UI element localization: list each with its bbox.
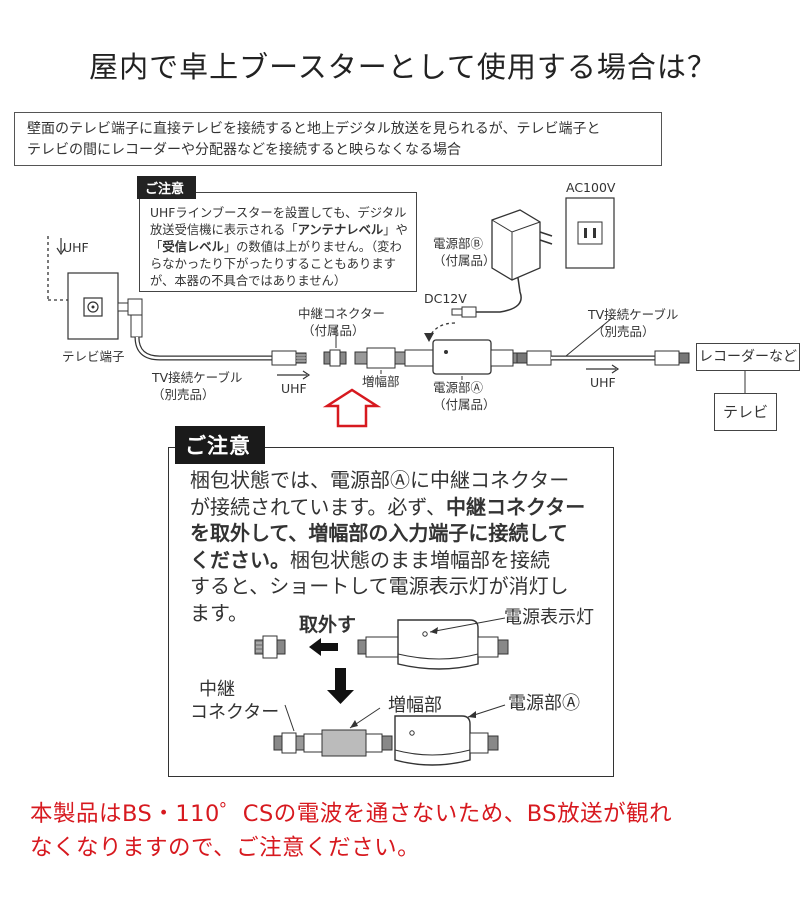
- uhf-right-label: UHF: [590, 375, 616, 390]
- case-description-line: 壁面のテレビ端子に直接テレビを接続すると地上デジタル放送を見られるが、テレビ端子…: [27, 121, 601, 137]
- ac100v-label: AC100V: [566, 180, 616, 195]
- uhf-top-label: UHF: [63, 240, 89, 255]
- big-caution-line: すると、ショートして電源表示灯が消灯し: [190, 574, 569, 598]
- leader-lines: [335, 317, 613, 380]
- page-title: 屋内で卓上ブースターとして使用する場合は？: [89, 50, 717, 84]
- ac-outlet: [565, 197, 615, 269]
- tv-cable-left-sub-label: （別売品）: [152, 387, 215, 402]
- psu-a-label-big: 電源部Ⓐ: [508, 693, 580, 714]
- red-up-arrow: [322, 388, 382, 428]
- tv-box: テレビ: [714, 393, 777, 431]
- wall-terminal-label: テレビ端子: [62, 349, 125, 364]
- psu-a-label: 電源部Ⓐ: [433, 380, 484, 395]
- relay-connector-sub-label: （付属品）: [302, 323, 365, 338]
- small-caution-tag: ご注意: [137, 176, 197, 199]
- small-caution-line: 放送受信機に表示される「アンテナレベル」や: [150, 223, 408, 237]
- bs-warning: 本製品はBS・110゜CSの電波を通さないため、BS放送が観れ なくなりますので…: [30, 797, 790, 865]
- relay-label-line2: コネクター: [190, 702, 280, 723]
- uhf-input-line: [47, 236, 68, 301]
- psu-b-label: 電源部Ⓑ: [433, 236, 484, 251]
- bs-warning-line: なくなりますので、ご注意ください。: [30, 835, 421, 861]
- big-caution-line: 梱包状態では、電源部Ⓐに中継コネクター: [190, 468, 570, 492]
- power-lamp-label: 電源表示灯: [504, 607, 594, 628]
- dc12v-label: DC12V: [424, 291, 467, 306]
- big-caution-line: ください。梱包状態のまま増幅部を接続: [190, 547, 550, 572]
- power-supply-b: [451, 209, 553, 318]
- power-supply-a-upper: [357, 619, 509, 670]
- big-caution-box: [168, 447, 614, 777]
- remove-arrow: [309, 638, 338, 656]
- tv-cable-right: [516, 350, 746, 393]
- relay-connector: [323, 349, 347, 367]
- tv-cable-right-sub-label: （別売品）: [592, 324, 655, 339]
- big-caution-tag: ご注意: [175, 426, 265, 464]
- uhf-arrow-right: [586, 364, 620, 374]
- tv-cable-left: [117, 298, 307, 366]
- relay-connector-label: 中継コネクター: [298, 306, 386, 321]
- amplifier: [354, 347, 406, 369]
- down-arrow: [327, 668, 354, 704]
- small-caution-box: UHFラインブースターを設置しても、デジタル 放送受信機に表示される「アンテナレ…: [139, 192, 417, 292]
- big-caution-line: が接続されています。必ず、中継コネクター: [190, 494, 586, 519]
- relay-label-line1: 中継: [199, 679, 235, 700]
- uhf-arrow-left: [277, 370, 311, 380]
- amp-label: 増幅部: [362, 374, 400, 389]
- case-description-box: 壁面のテレビ端子に直接テレビを接続すると地上デジタル放送を見られるが、テレビ端子…: [14, 112, 662, 166]
- remove-label: 取外す: [299, 614, 357, 636]
- assembled-amplifier: [273, 715, 499, 766]
- bs-warning-line: 本製品はBS・110゜CSの電波を通さないため、BS放送が観れ: [30, 801, 673, 827]
- big-caution-line: ます。: [190, 600, 248, 625]
- uhf-left-label: UHF: [281, 381, 307, 396]
- tv-cable-left-label: TV接続ケーブル: [152, 370, 243, 385]
- small-caution-line: らなかったり下がったりすることもあります: [150, 257, 396, 271]
- recorder-box: レコーダーなど: [696, 343, 800, 371]
- psu-b-sub-label: （付属品）: [433, 253, 496, 268]
- tv-cable-right-label: TV接続ケーブル: [588, 307, 679, 322]
- small-caution-line: が、本器の不具合ではありません）: [150, 274, 347, 288]
- removed-relay-connector: [254, 635, 286, 659]
- case-description-line: テレビの間にレコーダーや分配器などを接続すると映らなくなる場合: [27, 142, 461, 158]
- small-caution-line: 「受信レベル」の数値は上がりません。（変わ: [150, 240, 402, 254]
- psu-a-sub-label: （付属品）: [433, 397, 496, 412]
- big-caution-text: 梱包状態では、電源部Ⓐに中継コネクター が接続されています。必ず、中継コネクター…: [190, 467, 605, 626]
- big-caution-line: を取外して、増幅部の入力端子に接続して: [190, 521, 568, 545]
- amp-label-big: 増幅部: [388, 695, 442, 716]
- small-caution-line: UHFラインブースターを設置しても、デジタル: [150, 206, 407, 220]
- dc-plug-arrow: [424, 322, 456, 342]
